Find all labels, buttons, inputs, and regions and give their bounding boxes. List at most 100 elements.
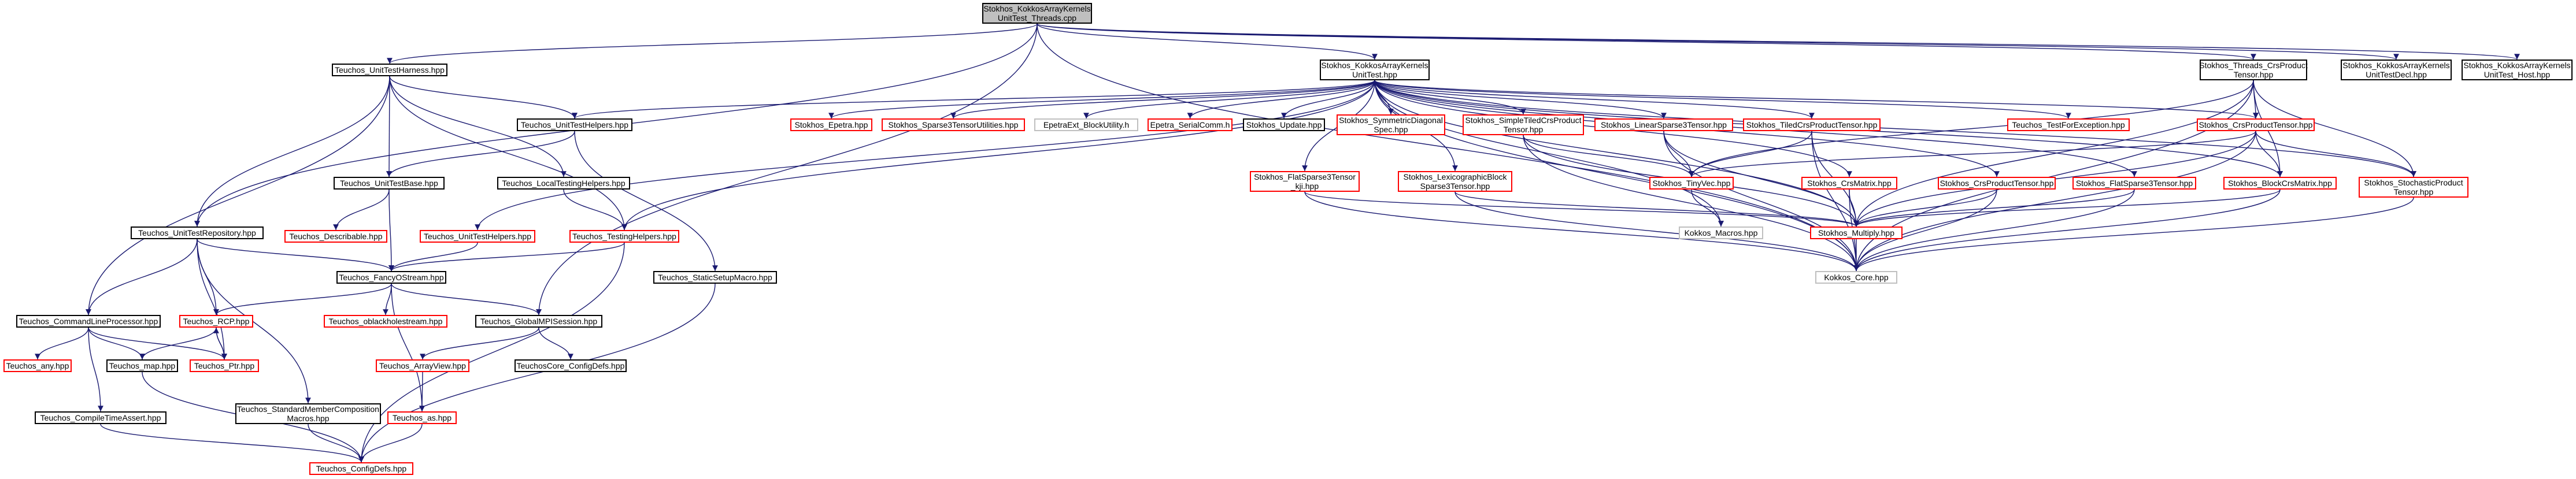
edge-threads_crsprod-to-kokkos_core — [1853, 80, 2254, 272]
edge-unittestharness-to-testinghelpers — [389, 76, 627, 231]
edge-threads_crsprod-to-stochastic — [2253, 80, 2416, 177]
node-flatsparse-kji[interactable]: Stokhos_FlatSparse3Tensor _kji.hpp — [1250, 171, 1360, 192]
node-configdefs[interactable]: Teuchos_ConfigDefs.hpp — [309, 462, 413, 475]
node-fancyostream[interactable]: Teuchos_FancyOStream.hpp — [336, 271, 446, 284]
node-rcp[interactable]: Teuchos_RCP.hpp — [179, 315, 253, 328]
node-testinghelpers[interactable]: Teuchos_TestingHelpers.hpp — [569, 230, 679, 243]
node-multiply[interactable]: Stokhos_Multiply.hpp — [1810, 226, 1903, 239]
node-oblackhole[interactable]: Teuchos_oblackholestream.hpp — [324, 315, 447, 328]
node-arrayview[interactable]: Teuchos_ArrayView.hpp — [376, 359, 469, 372]
edge-root-to-unittestharness — [387, 23, 1038, 64]
node-kk-unittest[interactable]: Stokhos_KokkosArrayKernels UnitTest.hpp — [1320, 60, 1430, 80]
edge-kk_unittest-to-update — [1281, 80, 1375, 119]
edge-simpletiled-to-tinyvec — [1523, 135, 1694, 177]
node-kk-host[interactable]: Stokhos_KokkosArrayKernels UnitTest_Host… — [2462, 60, 2573, 80]
node-cmdline[interactable]: Teuchos_CommandLineProcessor.hpp — [16, 315, 161, 328]
node-flatsparse[interactable]: Stokhos_FlatSparse3Tensor.hpp — [2072, 177, 2196, 190]
edge-flatsparse-to-multiply — [1853, 189, 2135, 227]
edge-linearsparse-to-kokkos_core — [1663, 131, 1859, 272]
node-configdefs-core[interactable]: TeuchosCore_ConfigDefs.hpp — [515, 359, 627, 372]
edge-crsproduct-to-blockcrs — [2255, 131, 2283, 177]
edge-kk_unittest-to-crsproduct — [1374, 80, 2259, 119]
node-serialcomm[interactable]: Epetra_SerialComm.h — [1148, 118, 1233, 131]
edge-arrayview-to-as — [419, 372, 425, 412]
edge-testinghelpers-to-fancyostream — [388, 242, 625, 272]
node-describable[interactable]: Teuchos_Describable.hpp — [284, 230, 387, 243]
node-simpletiled[interactable]: Stokhos_SimpleTiledCrsProduct Tensor.hpp — [1463, 114, 1584, 135]
node-kk-decl[interactable]: Stokhos_KokkosArrayKernels UnitTestDecl.… — [2341, 60, 2452, 80]
edge-kk_unittest-to-kokkos_macros — [1374, 80, 1724, 227]
edge-unittesthelpers_b-to-fancyostream — [388, 242, 478, 272]
edge-kk_unittest-to-linearsparse — [1374, 80, 1667, 119]
node-unittestrepo[interactable]: Teuchos_UnitTestRepository.hpp — [131, 226, 264, 239]
node-root[interactable]: Stokhos_KokkosArrayKernels UnitTest_Thre… — [982, 3, 1092, 24]
node-globalmpi[interactable]: Teuchos_GlobalMPISession.hpp — [475, 315, 602, 328]
node-linearsparse[interactable]: Stokhos_LinearSparse3Tensor.hpp — [1594, 118, 1733, 131]
node-threads-crsprod[interactable]: Stokhos_Threads_CrsProduct Tensor.hpp — [2199, 60, 2308, 80]
node-unittesthelpers-b[interactable]: Teuchos_UnitTestHelpers.hpp — [420, 230, 535, 243]
node-ptr[interactable]: Teuchos_Ptr.hpp — [190, 359, 259, 372]
node-unittestbase[interactable]: Teuchos_UnitTestBase.hpp — [334, 177, 445, 190]
edge-unittestrepo-to-cmdline — [86, 239, 198, 315]
edge-crsproduct-to-kokkos_core — [1853, 131, 2256, 272]
node-any[interactable]: Teuchos_any.hpp — [3, 359, 72, 372]
node-epetra[interactable]: Stokhos_Epetra.hpp — [790, 118, 872, 131]
edge-unittestharness-to-unittestrepo — [194, 76, 390, 227]
edge-fancyostream-to-as — [391, 283, 425, 412]
node-compiletime[interactable]: Teuchos_CompileTimeAssert.hpp — [35, 411, 166, 424]
edge-lexico-to-multiply — [1454, 191, 1859, 227]
node-sparse3util[interactable]: Stokhos_Sparse3TensorUtilities.hpp — [882, 118, 1025, 131]
node-tinyvec[interactable]: Stokhos_TinyVec.hpp — [1649, 177, 1734, 190]
node-crsmatrix[interactable]: Stokhos_CrsMatrix.hpp — [1801, 177, 1897, 190]
node-stdmember[interactable]: Teuchos_StandardMemberComposition Macros… — [235, 403, 381, 424]
node-kokkos-macros[interactable]: Kokkos_Macros.hpp — [1679, 226, 1763, 239]
node-as[interactable]: Teuchos_as.hpp — [387, 411, 457, 424]
node-kokkos-core[interactable]: Kokkos_Core.hpp — [1815, 271, 1897, 284]
edge-kk_unittest-to-epetra — [828, 80, 1375, 119]
edge-unittestharness-to-unittestbase — [386, 76, 392, 177]
edge-fancyostream-to-globalmpi — [391, 283, 542, 315]
edge-stdmember-to-configdefs — [308, 424, 364, 463]
node-blockcrs[interactable]: Stokhos_BlockCrsMatrix.hpp — [2223, 177, 2337, 190]
edge-rcp-to-map — [139, 327, 217, 360]
edge-compiletime-to-configdefs — [100, 424, 364, 463]
edge-globalmpi-to-configdefs_core — [538, 327, 573, 360]
node-localtesting[interactable]: Teuchos_LocalTestingHelpers.hpp — [497, 177, 630, 190]
node-unittestharness[interactable]: Teuchos_UnitTestHarness.hpp — [332, 64, 447, 76]
edge-root-to-kk_unittest — [1037, 23, 1378, 60]
node-staticsetup[interactable]: Teuchos_StaticSetupMacro.hpp — [653, 271, 777, 284]
edge-unittestharness-to-cmdline — [86, 76, 390, 315]
node-tiledcrs[interactable]: Stokhos_TiledCrsProductTensor.hpp — [1743, 118, 1881, 131]
node-blockutil[interactable]: EpetraExt_BlockUtility.h — [1034, 118, 1138, 131]
edge-linearsparse-to-tinyvec — [1663, 131, 1694, 177]
edge-staticsetup-to-configdefs — [358, 283, 716, 463]
node-map[interactable]: Teuchos_map.hpp — [106, 359, 178, 372]
node-crsproduct[interactable]: Stokhos_CrsProductTensor.hpp — [2197, 118, 2315, 131]
edge-threads_crsprod-to-tinyvec — [1689, 80, 2254, 177]
node-crsprod-b[interactable]: Stokhos_CrsProductTensor.hpp — [1938, 177, 2056, 190]
edge-unittestbase-to-fancyostream — [388, 189, 394, 272]
edge-threads_crsprod-to-multiply — [1853, 80, 2254, 227]
edge-flatsparse_kji-to-kokkos_core — [1304, 191, 1859, 272]
edge-unittestharness-to-unittesthelpers_a — [389, 76, 578, 119]
node-stochastic[interactable]: Stokhos_StochasticProduct Tensor.hpp — [2359, 177, 2468, 198]
node-lexico[interactable]: Stokhos_LexicographicBlock Sparse3Tensor… — [1398, 171, 1512, 192]
edge-crsprod_b-to-multiply — [1853, 189, 1997, 227]
node-symdiag[interactable]: Stokhos_SymmetricDiagonal Spec.hpp — [1337, 114, 1445, 135]
edge-linearsparse-to-multiply — [1663, 131, 1859, 227]
edge-crsprod_b-to-kokkos_core — [1853, 189, 1997, 272]
edge-kk_unittest-to-serialcomm — [1187, 80, 1375, 119]
edge-cmdline-to-map — [88, 327, 145, 360]
edge-kk_unittest-to-blockutil — [1083, 80, 1375, 119]
edge-unittestharness-to-localtesting — [389, 76, 567, 177]
node-unittesthelpers-a[interactable]: Teuchos_UnitTestHelpers.hpp — [517, 118, 632, 131]
edge-unittestbase-to-describable — [333, 189, 390, 231]
node-update[interactable]: Stokhos_Update.hpp — [1243, 118, 1325, 131]
node-testforexc[interactable]: Teuchos_TestForException.hpp — [2007, 118, 2130, 131]
edge-unittesthelpers_a-to-staticsetup — [574, 131, 718, 272]
edge-kk_unittest-to-testinghelpers — [621, 80, 1375, 231]
edge-cmdline-to-ptr — [88, 327, 227, 360]
edge-ptr-to-rcp — [213, 327, 225, 360]
edge-fancyostream-to-rcp — [213, 283, 392, 315]
edge-lexico-to-kokkos_core — [1454, 191, 1859, 272]
